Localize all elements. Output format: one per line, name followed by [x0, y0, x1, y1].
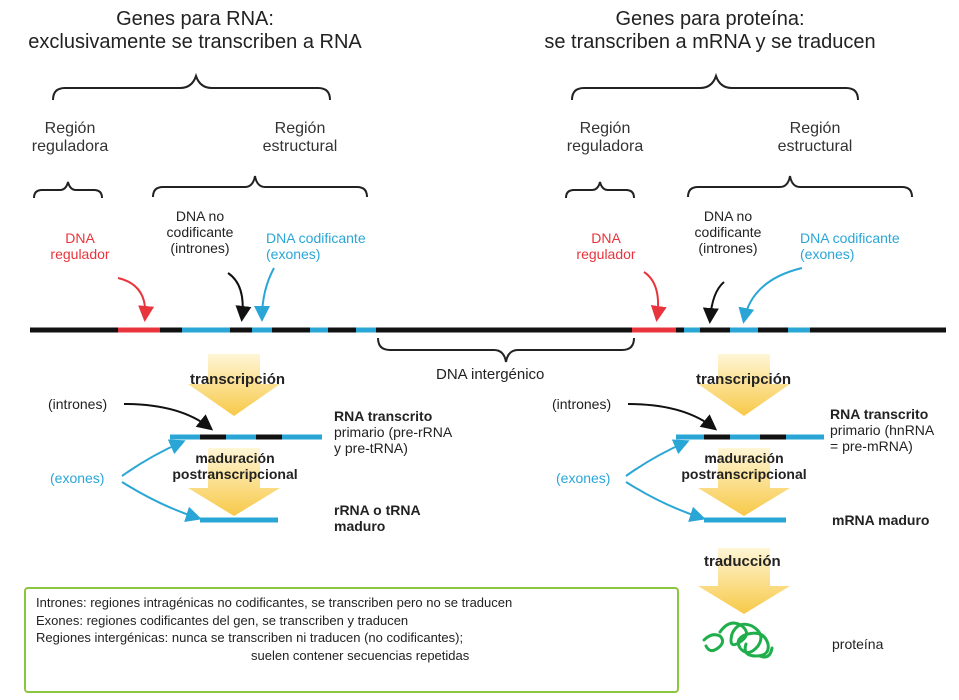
left-regulatory-dna-line1: DNA — [65, 230, 95, 246]
right-exons-label: (exones) — [556, 470, 611, 486]
right-primary-transcript-label: RNA transcrito primario (hnRNA = pre-mRN… — [830, 406, 934, 454]
left-intron-arrow — [227, 272, 252, 322]
right-regulatory-region-line1: Región — [579, 120, 631, 137]
left-exons-label: (exones) — [50, 470, 105, 486]
right-gene-title: Genes para proteína: se transcriben a mR… — [520, 8, 900, 54]
left-regulatory-region-line1: Región — [44, 120, 96, 137]
left-maturation-line1: maduración — [195, 450, 275, 466]
left-introns-label: (intrones) — [48, 396, 108, 412]
left-exon-arrow — [254, 267, 275, 322]
left-regulatory-dna-line2: regulador — [50, 246, 110, 263]
right-transcription-label: transcripción — [696, 371, 792, 388]
right-regulatory-region-line2: reguladora — [566, 138, 644, 156]
left-regulatory-region-label: Región reguladora — [20, 120, 120, 157]
left-coding-dna-line1: DNA codificante — [266, 230, 366, 246]
left-noncoding-dna-line2: codificante — [166, 224, 234, 241]
intergenic-dna-label: DNA intergénico — [436, 366, 545, 383]
right-coding-dna-line1: DNA codificante — [800, 230, 900, 246]
left-transcription-arrow — [188, 354, 280, 416]
right-gene-brace — [571, 72, 859, 101]
right-maturation-arrow — [698, 448, 790, 516]
right-gene-title-line1: Genes para proteína: — [615, 8, 805, 30]
left-regulatory-brace — [33, 181, 103, 199]
legend-introns: Intrones: regiones intragénicas no codif… — [36, 595, 513, 610]
right-structural-region-line2: estructural — [777, 138, 853, 156]
legend-intergenic: Regiones intergénicas: nunca se transcri… — [36, 630, 464, 646]
left-coding-dna-line2: (exones) — [266, 246, 321, 263]
left-maturation-arrow — [188, 448, 280, 516]
right-regulatory-brace — [565, 181, 635, 199]
right-maturation-label: maduración postranscripcional — [672, 450, 816, 482]
intergenic-brace — [377, 337, 635, 363]
left-mature-product-line1: rRNA o tRNA — [334, 502, 421, 518]
left-maturation-line2: postranscripcional — [172, 466, 298, 483]
left-gene-title-line1: Genes para RNA: — [116, 8, 274, 30]
left-noncoding-dna-line3: (intrones) — [170, 240, 230, 257]
left-primary-transcript-line2: primario (pre-rRNA — [334, 424, 453, 441]
left-primary-transcript-line3: y pre-tRNA) — [334, 440, 408, 457]
translation-label: traducción — [704, 553, 781, 570]
right-exons-callout-arrow-upper — [625, 439, 690, 477]
right-transcription-arrow — [698, 354, 790, 416]
left-gene-title-line2: exclusivamente se transcriben a RNA — [28, 31, 362, 53]
left-regulatory-region-line2: reguladora — [31, 138, 109, 156]
right-maturation-line2: postranscripcional — [681, 466, 807, 483]
left-noncoding-dna-line1: DNA no — [175, 208, 225, 224]
left-noncoding-dna-label: DNA no codificante (intrones) — [160, 208, 240, 256]
legend-exons: Exones: regiones codificantes del gen, s… — [36, 612, 409, 628]
protein-label: proteína — [832, 636, 884, 652]
protein-icon — [702, 621, 774, 659]
left-maturation-label: maduración postranscripcional — [165, 450, 305, 482]
left-exons-callout-arrow-lower — [121, 481, 202, 523]
right-primary-transcript-line1: RNA transcrito — [830, 406, 929, 422]
legend-intergenic-cont: suelen contener secuencias repetidas — [251, 647, 470, 663]
left-mature-product-label: rRNA o tRNA maduro — [334, 502, 421, 534]
right-introns-label: (intrones) — [552, 396, 612, 412]
right-gene-title-line2: se transcriben a mRNA y se traducen — [544, 31, 876, 53]
right-structural-region-label: Región estructural — [760, 120, 870, 157]
left-structural-region-label: Región estructural — [245, 120, 355, 157]
right-maturation-line1: maduración — [704, 450, 784, 466]
right-coding-dna-line2: (exones) — [800, 246, 855, 263]
right-structural-brace — [687, 175, 913, 198]
left-structural-brace — [152, 175, 368, 198]
left-gene-brace — [52, 72, 331, 101]
right-introns-callout-arrow — [627, 403, 718, 431]
right-primary-transcript-line3: = pre-mRNA) — [830, 438, 913, 455]
right-exons-callout-arrow-lower — [625, 481, 706, 523]
right-noncoding-dna-line2: codificante — [694, 224, 762, 241]
right-coding-dna-label: DNA codificante (exones) — [800, 230, 900, 262]
left-introns-callout-arrow — [123, 403, 214, 431]
right-regulatory-dna-line1: DNA — [591, 230, 621, 246]
right-regulatory-dna-line2: regulador — [576, 246, 636, 263]
left-primary-transcript-line1: RNA transcrito — [334, 408, 433, 424]
right-regulatory-region-label: Región reguladora — [555, 120, 655, 157]
left-coding-dna-label: DNA codificante (exones) — [266, 230, 366, 262]
left-primary-transcript-label: RNA transcrito primario (pre-rRNA y pre-… — [334, 408, 452, 456]
left-regulatory-dna-label: DNA regulador — [40, 230, 120, 262]
translation-arrow — [698, 548, 790, 614]
right-primary-transcript-line2: primario (hnRNA — [830, 422, 935, 439]
left-structural-region-line2: estructural — [262, 138, 338, 156]
left-transcription-label: transcripción — [190, 371, 286, 388]
right-intron-arrow — [702, 281, 725, 324]
left-gene-title: Genes para RNA: exclusivamente se transc… — [10, 8, 380, 54]
right-noncoding-dna-label: DNA no codificante (intrones) — [688, 208, 768, 256]
right-mature-product-label: mRNA maduro — [832, 512, 930, 528]
legend-box: Intrones: regiones intragénicas no codif… — [24, 587, 679, 693]
right-regulatory-dna-label: DNA regulador — [566, 230, 646, 262]
left-structural-region-line1: Región — [274, 120, 326, 137]
right-exon-arrow — [738, 267, 803, 324]
right-noncoding-dna-line1: DNA no — [703, 208, 753, 224]
right-noncoding-dna-line3: (intrones) — [698, 240, 758, 257]
left-mature-product-line2: maduro — [334, 518, 386, 535]
right-structural-region-line1: Región — [789, 120, 841, 137]
right-regulatory-arrow — [643, 271, 667, 322]
left-regulatory-arrow — [117, 277, 155, 322]
left-exons-callout-arrow-upper — [121, 439, 186, 477]
